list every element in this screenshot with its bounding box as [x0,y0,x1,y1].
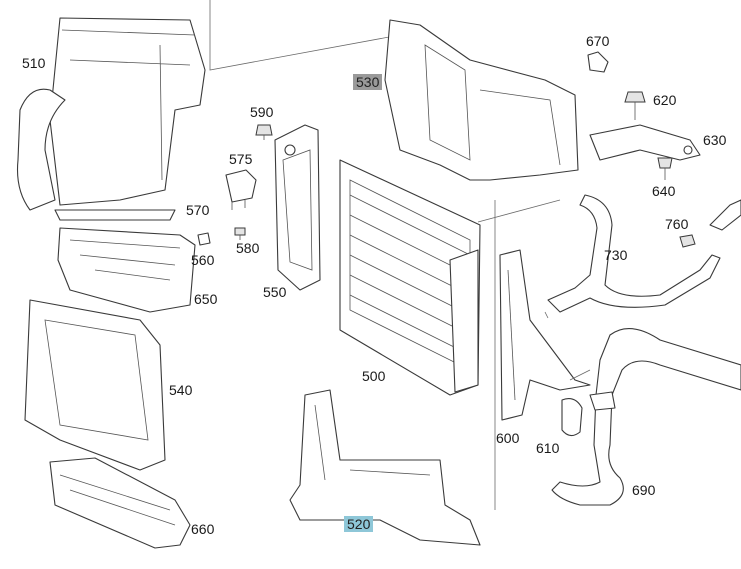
boundary-line-top [209,0,401,71]
part-label-590: 590 [250,104,274,120]
part-690-hose [551,328,741,506]
part-575-relay [225,169,257,210]
part-640-bolt [657,157,673,180]
part-label-660: 660 [191,521,215,537]
part-label-510: 510 [22,55,46,71]
part-530-duct [384,19,579,181]
part-label-540: 540 [169,382,193,398]
part-630-bracket [589,124,701,161]
part-label-600: 600 [496,430,520,446]
part-label-760: 760 [665,216,689,232]
part-label-530-highlighted: 530 [353,74,383,90]
part-760-cap [679,234,696,248]
part-label-520-highlighted: 520 [344,516,374,532]
part-650-module [57,227,196,313]
part-660-tray [49,457,191,549]
part-label-630: 630 [703,132,727,148]
part-520-duct [289,389,481,546]
leader-730 [544,311,549,319]
part-label-610: 610 [536,440,560,456]
part-label-650: 650 [194,291,218,307]
part-label-730: 730 [604,247,628,263]
part-label-620: 620 [653,92,677,108]
part-610-clamp [561,398,583,437]
part-label-570: 570 [186,202,210,218]
part-label-575: 575 [229,151,253,167]
part-500-radiator [339,159,481,396]
leader-600 [569,369,591,381]
part-510-shroud [16,17,206,221]
leader-500 [477,199,561,223]
part-label-560: 560 [191,252,215,268]
part-620-bolt [624,91,646,120]
part-590-nut [255,124,273,140]
part-670-clip [587,51,609,73]
part-570-clip [197,232,211,246]
part-label-500: 500 [362,368,386,384]
part-550-bracket [274,124,321,291]
part-600-bracket [499,249,591,421]
part-label-640: 640 [652,183,676,199]
part-label-550: 550 [263,284,287,300]
part-580-screw [234,227,246,240]
part-540-frame [24,299,166,471]
part-730-hose [547,194,741,313]
part-label-580: 580 [236,240,260,256]
part-label-670: 670 [586,33,610,49]
part-label-690: 690 [632,482,656,498]
